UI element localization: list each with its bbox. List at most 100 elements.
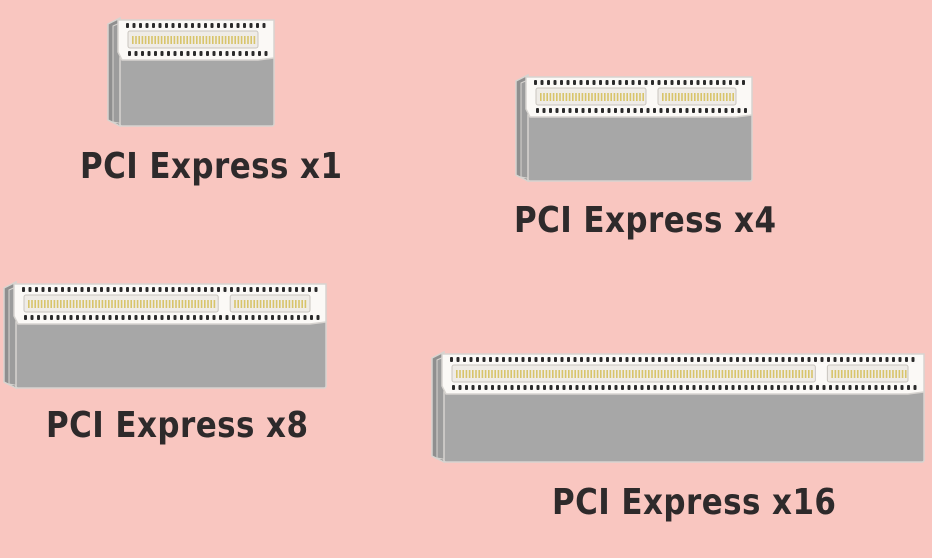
- pin-hole-top: [742, 357, 746, 362]
- contact-pin: [263, 300, 265, 308]
- contact-pin: [491, 370, 493, 378]
- contact-pin: [69, 300, 72, 308]
- pin-hole-bottom: [744, 108, 747, 113]
- pin-hole-top: [269, 287, 272, 292]
- contact-pin: [237, 300, 239, 308]
- pin-hole-top: [295, 287, 298, 292]
- pin-hole-top: [301, 287, 305, 292]
- contact-pin: [180, 36, 182, 44]
- contact-pin: [152, 300, 155, 308]
- pin-hole-top: [191, 23, 194, 28]
- pin-hole-bottom: [102, 315, 105, 320]
- pin-hole-bottom: [180, 51, 183, 56]
- pin-hole-bottom: [633, 108, 637, 113]
- pin-hole-bottom: [43, 315, 47, 320]
- pin-hole-bottom: [173, 51, 177, 56]
- pin-hole-bottom: [634, 385, 637, 390]
- pin-hole-bottom: [679, 108, 682, 113]
- pin-hole-bottom: [128, 315, 131, 320]
- pin-hole-bottom: [666, 108, 669, 113]
- pin-hole-top: [489, 357, 492, 362]
- contact-pin: [888, 370, 891, 378]
- pin-hole-bottom: [141, 315, 144, 320]
- contact-pin: [85, 300, 88, 308]
- pcie-x1-label: PCI Express x1: [80, 146, 343, 187]
- contact-pin: [186, 36, 188, 44]
- pin-hole-top: [217, 23, 220, 28]
- pin-hole-top: [126, 287, 129, 292]
- contact-pin: [844, 370, 846, 378]
- pin-hole-top: [534, 357, 538, 362]
- pin-hole-top: [638, 357, 642, 362]
- contact-pin: [607, 93, 609, 101]
- pin-hole-top: [612, 80, 615, 85]
- pin-hole-bottom: [465, 385, 468, 390]
- pin-hole-top: [553, 80, 557, 85]
- contact-pin: [481, 370, 484, 378]
- pin-hole-bottom: [594, 108, 598, 113]
- pin-hole-top: [456, 357, 460, 362]
- contact-pin: [869, 370, 872, 378]
- contact-pin: [288, 300, 291, 308]
- pin-hole-top: [28, 287, 32, 292]
- pin-hole-bottom: [790, 385, 793, 390]
- pin-hole-bottom: [822, 385, 826, 390]
- contact-pin: [250, 36, 252, 44]
- pin-hole-bottom: [542, 108, 546, 113]
- pin-hole-top: [132, 23, 136, 28]
- pin-hole-top: [528, 357, 531, 362]
- pin-hole-bottom: [284, 315, 287, 320]
- pin-hole-bottom: [277, 315, 281, 320]
- contact-pin: [202, 36, 204, 44]
- pin-hole-bottom: [238, 51, 242, 56]
- pin-hole-top: [677, 357, 681, 362]
- pin-hole-top: [534, 80, 537, 85]
- contact-pin: [194, 300, 196, 308]
- contact-pin: [616, 370, 618, 378]
- pcie-x4-label: PCI Express x4: [514, 200, 777, 241]
- contact-pin: [63, 300, 65, 308]
- contact-pin: [250, 300, 252, 308]
- pin-hole-bottom: [900, 385, 904, 390]
- pin-hole-bottom: [160, 315, 164, 320]
- pin-hole-top: [560, 80, 563, 85]
- pin-hole-top: [762, 357, 765, 362]
- contact-pin: [638, 370, 640, 378]
- pin-hole-top: [794, 357, 798, 362]
- contact-pin: [664, 370, 666, 378]
- pin-hole-top: [709, 80, 713, 85]
- pin-hole-top: [41, 287, 45, 292]
- pin-hole-bottom: [601, 385, 605, 390]
- pin-hole-top: [113, 287, 116, 292]
- pin-hole-bottom: [24, 315, 27, 320]
- contact-pin: [705, 370, 708, 378]
- contact-pin: [776, 370, 778, 378]
- pcie-x8-connector: [3, 280, 327, 390]
- pin-hole-top: [768, 357, 772, 362]
- pin-hole-bottom: [180, 315, 183, 320]
- contact-pin: [135, 36, 137, 44]
- contact-pin: [673, 370, 676, 378]
- contact-pin: [143, 300, 145, 308]
- contact-pin: [613, 93, 616, 101]
- pin-hole-bottom: [471, 385, 475, 390]
- contact-pin: [587, 370, 589, 378]
- pin-hole-bottom: [134, 315, 138, 320]
- contact-pin: [737, 370, 740, 378]
- pin-hole-top: [476, 357, 479, 362]
- contact-pin: [167, 36, 169, 44]
- contact-pin: [694, 93, 696, 101]
- pin-hole-top: [249, 287, 253, 292]
- pin-hole-bottom: [601, 108, 604, 113]
- pin-hole-bottom: [581, 108, 585, 113]
- pin-hole-bottom: [796, 385, 800, 390]
- pin-hole-top: [671, 357, 674, 362]
- pin-hole-top: [540, 80, 544, 85]
- contact-pin: [304, 300, 307, 308]
- contact-pin: [556, 93, 558, 101]
- contact-pin: [66, 300, 68, 308]
- contact-pin: [731, 370, 733, 378]
- pin-hole-bottom: [588, 385, 592, 390]
- contact-pin: [170, 36, 172, 44]
- pin-hole-top: [106, 287, 110, 292]
